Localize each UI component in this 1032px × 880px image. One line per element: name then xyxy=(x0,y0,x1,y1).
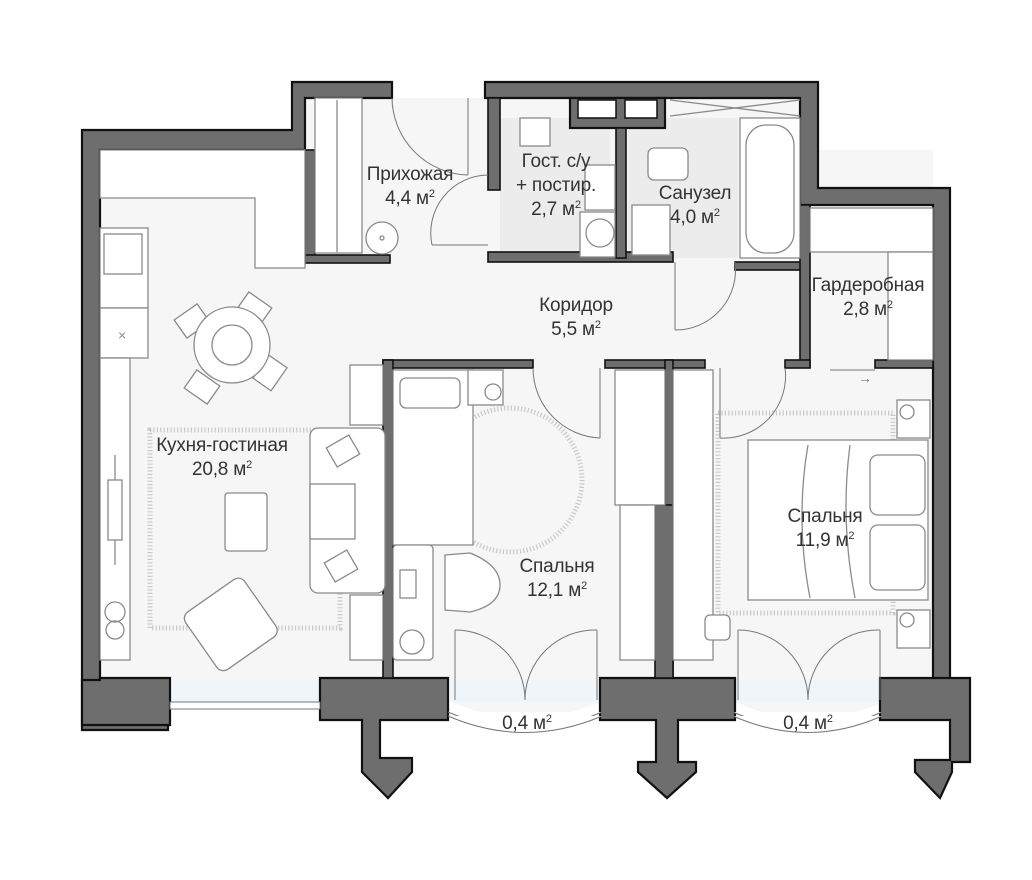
room-label-bathroom: Санузел 4,0 м2 xyxy=(659,182,732,230)
room-area: 0,4 м2 xyxy=(502,713,552,734)
room-label-guest-wc: Гост. с/у + постир. 2,7 м2 xyxy=(516,150,596,222)
dining-table xyxy=(173,291,288,405)
living-furniture xyxy=(104,364,386,672)
room-name: Спальня xyxy=(787,506,863,527)
room-name-secondary: + постир. xyxy=(515,175,597,196)
room-name: Гост. с/у xyxy=(521,151,591,172)
room-label-corridor: Коридор 5,5 м2 xyxy=(539,294,613,342)
sliding-door-arrow-icon: → xyxy=(858,370,872,386)
room-area: 4,0 м2 xyxy=(670,207,720,228)
room-label-balcony-2: 0,4 м2 xyxy=(783,712,833,736)
room-area: 4,4 м2 xyxy=(385,188,435,209)
bedroom2-furniture xyxy=(672,369,931,661)
room-name: Кухня-гостиная xyxy=(156,435,288,456)
room-name: Санузел xyxy=(658,183,732,204)
hallway-furniture xyxy=(314,97,399,255)
room-area: 11,9 м2 xyxy=(795,530,855,551)
doors xyxy=(391,97,881,701)
room-name: Гардеробная xyxy=(811,275,925,296)
room-area: 5,5 м2 xyxy=(551,319,601,340)
room-area: 2,7 м2 xyxy=(531,199,581,220)
room-area: 12,1 м2 xyxy=(526,580,588,601)
room-name: Коридор xyxy=(539,295,613,316)
room-label-wardrobe: Гардеробная 2,8 м2 xyxy=(812,274,925,322)
room-label-kitchen-living: Кухня-гостиная 20,8 м2 xyxy=(156,434,288,482)
room-area: 20,8 м2 xyxy=(191,459,253,480)
room-label-hallway: Прихожая 4,4 м2 xyxy=(366,163,454,211)
room-label-bedroom-1: Спальня 12,1 м2 xyxy=(520,555,595,603)
svg-text:×: × xyxy=(118,327,126,343)
bedroom-rug xyxy=(435,405,585,555)
bathroom-fixtures xyxy=(631,99,801,259)
room-name: Прихожая xyxy=(366,164,454,185)
room-name: Спальня xyxy=(519,556,595,577)
room-label-bedroom-2: Спальня 11,9 м2 xyxy=(788,505,863,553)
room-label-balcony-1: 0,4 м2 xyxy=(502,712,552,736)
bedroom2-rug xyxy=(715,410,896,616)
guest-wc-fixtures xyxy=(519,117,616,258)
room-area: 0,4 м2 xyxy=(783,713,833,734)
bedroom1-furniture xyxy=(392,369,666,661)
wardrobe-shelves xyxy=(809,207,934,361)
windows xyxy=(169,701,883,733)
room-area: 2,8 м2 xyxy=(843,299,893,320)
